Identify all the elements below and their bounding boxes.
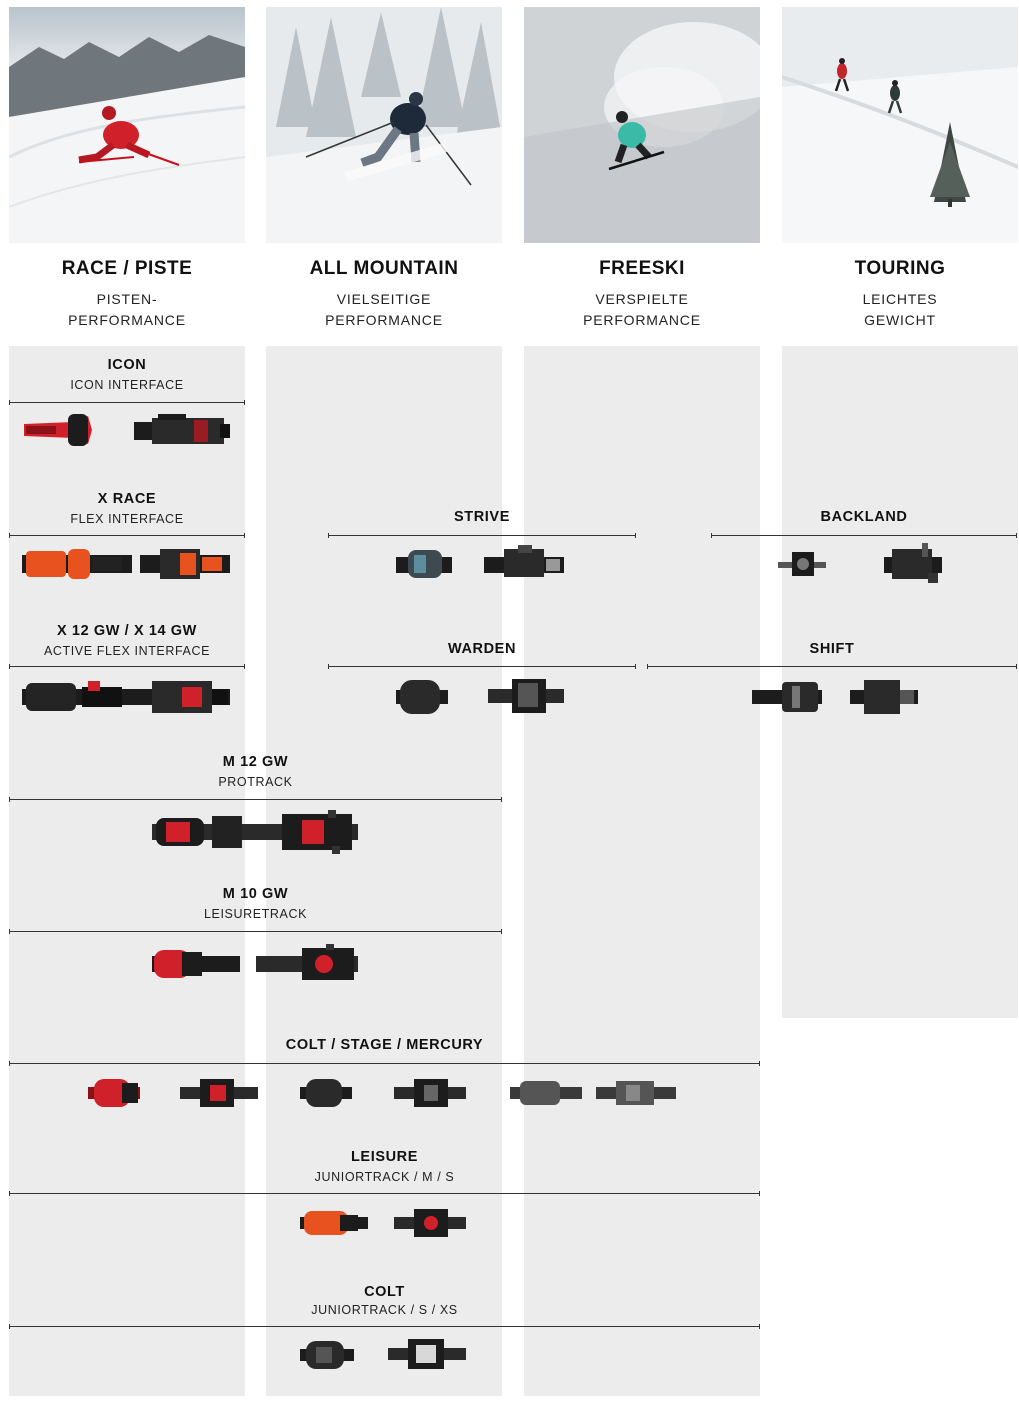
- group-range-line: [9, 400, 245, 405]
- leisure-toe-piece-image: [300, 1209, 370, 1237]
- subtitle-line: VERSPIELTE: [595, 291, 689, 307]
- group-range-line: [647, 664, 1017, 669]
- category-subtitle-all-mountain: VIELSEITIGE PERFORMANCE: [266, 289, 502, 331]
- shift-heel-piece-image: [850, 678, 920, 716]
- colt-stage-mercury-toe-red-image: [88, 1077, 142, 1109]
- freeski-photo: [524, 7, 760, 243]
- backland-toe-piece-image: [778, 548, 828, 580]
- group-name: COLT: [364, 1284, 405, 1300]
- group-range-line: [9, 1061, 760, 1066]
- warden-heel-piece-image: [488, 677, 566, 715]
- group-name: M 12 GW: [222, 754, 289, 770]
- colt-stage-mercury-heel-red-image: [180, 1077, 260, 1109]
- group-name: LEISURE: [350, 1149, 419, 1165]
- icon-toe-piece-image: [22, 412, 94, 448]
- group-name: M 10 GW: [222, 886, 289, 902]
- group-interface: ACTIVE FLEX INTERFACE: [43, 644, 211, 658]
- group-interface: ICON INTERFACE: [70, 378, 184, 392]
- category-subtitle-race-piste: PISTEN- PERFORMANCE: [9, 289, 245, 331]
- shift-toe-piece-image: [752, 680, 824, 714]
- group-range-line: [328, 664, 636, 669]
- group-name: X RACE: [97, 491, 157, 507]
- group-icon: ICON ICON INTERFACE: [9, 357, 245, 407]
- icon-heel-piece-image: [134, 414, 232, 448]
- subtitle-line: PERFORMANCE: [68, 312, 186, 328]
- colt-stage-mercury-heel-grey-image: [596, 1079, 678, 1107]
- colt-stage-mercury-toe-grey-image: [510, 1079, 584, 1107]
- strive-heel-piece-image: [484, 545, 566, 581]
- x-race-toe-piece-image: [22, 547, 134, 581]
- group-m10: M 10 GW LEISURETRACK: [9, 886, 502, 936]
- group-range-line: [9, 664, 245, 669]
- group-range-line: [328, 533, 636, 538]
- category-subtitle-freeski: VERSPIELTE PERFORMANCE: [524, 289, 760, 331]
- group-interface: JUNIORTRACK / M / S: [314, 1170, 455, 1184]
- group-range-line: [9, 533, 245, 538]
- x12-x14-binding-image: [22, 679, 232, 715]
- subtitle-line: PISTEN-: [96, 291, 158, 307]
- all-mountain-photo: [266, 7, 502, 243]
- colt-stage-mercury-toe-black-image: [300, 1077, 354, 1109]
- group-name: ICON: [107, 357, 147, 373]
- group-name: WARDEN: [447, 641, 517, 657]
- subtitle-line: PERFORMANCE: [325, 312, 443, 328]
- group-name: BACKLAND: [820, 509, 908, 525]
- colt-junior-heel-piece-image: [388, 1337, 468, 1371]
- x-race-heel-piece-image: [140, 547, 232, 581]
- group-warden: WARDEN: [328, 641, 636, 671]
- group-name: COLT / STAGE / MERCURY: [285, 1037, 484, 1053]
- group-name: X 12 GW / X 14 GW: [57, 623, 197, 639]
- colt-junior-toe-piece-image: [300, 1339, 356, 1371]
- group-range-line: [9, 929, 502, 934]
- category-title-all-mountain: ALL MOUNTAIN: [309, 258, 459, 279]
- group-colt-junior: COLT JUNIORTRACK / S / XS: [9, 1284, 760, 1334]
- group-range-line: [711, 533, 1017, 538]
- m10-toe-piece-image: [152, 946, 242, 982]
- colt-stage-mercury-heel-black-image: [394, 1077, 468, 1109]
- category-title-touring: TOURING: [854, 258, 946, 279]
- group-x-race: X RACE FLEX INTERFACE: [9, 491, 245, 541]
- backland-heel-piece-image: [884, 543, 946, 585]
- group-name: SHIFT: [809, 641, 855, 657]
- group-interface: LEISURETRACK: [203, 907, 308, 921]
- group-interface: FLEX INTERFACE: [70, 512, 184, 526]
- touring-photo: [782, 7, 1018, 243]
- strive-toe-piece-image: [396, 547, 454, 581]
- group-shift: SHIFT: [647, 641, 1017, 671]
- leisure-heel-piece-image: [394, 1207, 468, 1239]
- group-interface: PROTRACK: [218, 775, 293, 789]
- category-title-race-piste: RACE / PISTE: [61, 258, 193, 279]
- m12-binding-image: [152, 810, 360, 854]
- group-m12: M 12 GW PROTRACK: [9, 754, 502, 804]
- column-bg-freeski: [524, 346, 760, 1396]
- group-x12-x14: X 12 GW / X 14 GW ACTIVE FLEX INTERFACE: [9, 623, 245, 673]
- category-title-freeski: FREESKI: [599, 258, 685, 279]
- group-backland: BACKLAND: [711, 509, 1017, 539]
- group-interface: JUNIORTRACK / S / XS: [311, 1303, 458, 1317]
- group-leisure: LEISURE JUNIORTRACK / M / S: [9, 1149, 760, 1199]
- subtitle-line: LEICHTES: [862, 291, 938, 307]
- subtitle-line: VIELSEITIGE: [336, 291, 432, 307]
- category-subtitle-touring: LEICHTES GEWICHT: [782, 289, 1018, 331]
- group-range-line: [9, 1324, 760, 1329]
- group-name: STRIVE: [454, 509, 510, 525]
- subtitle-line: PERFORMANCE: [583, 312, 701, 328]
- column-bg-race-piste: [9, 346, 245, 1396]
- race-piste-photo: [9, 7, 245, 243]
- warden-toe-piece-image: [396, 678, 450, 716]
- group-range-line: [9, 797, 502, 802]
- group-range-line: [9, 1191, 760, 1196]
- subtitle-line: GEWICHT: [864, 312, 936, 328]
- group-strive: STRIVE: [328, 509, 636, 539]
- m10-heel-piece-image: [256, 944, 360, 984]
- group-colt-stage-mercury: COLT / STAGE / MERCURY: [9, 1037, 760, 1067]
